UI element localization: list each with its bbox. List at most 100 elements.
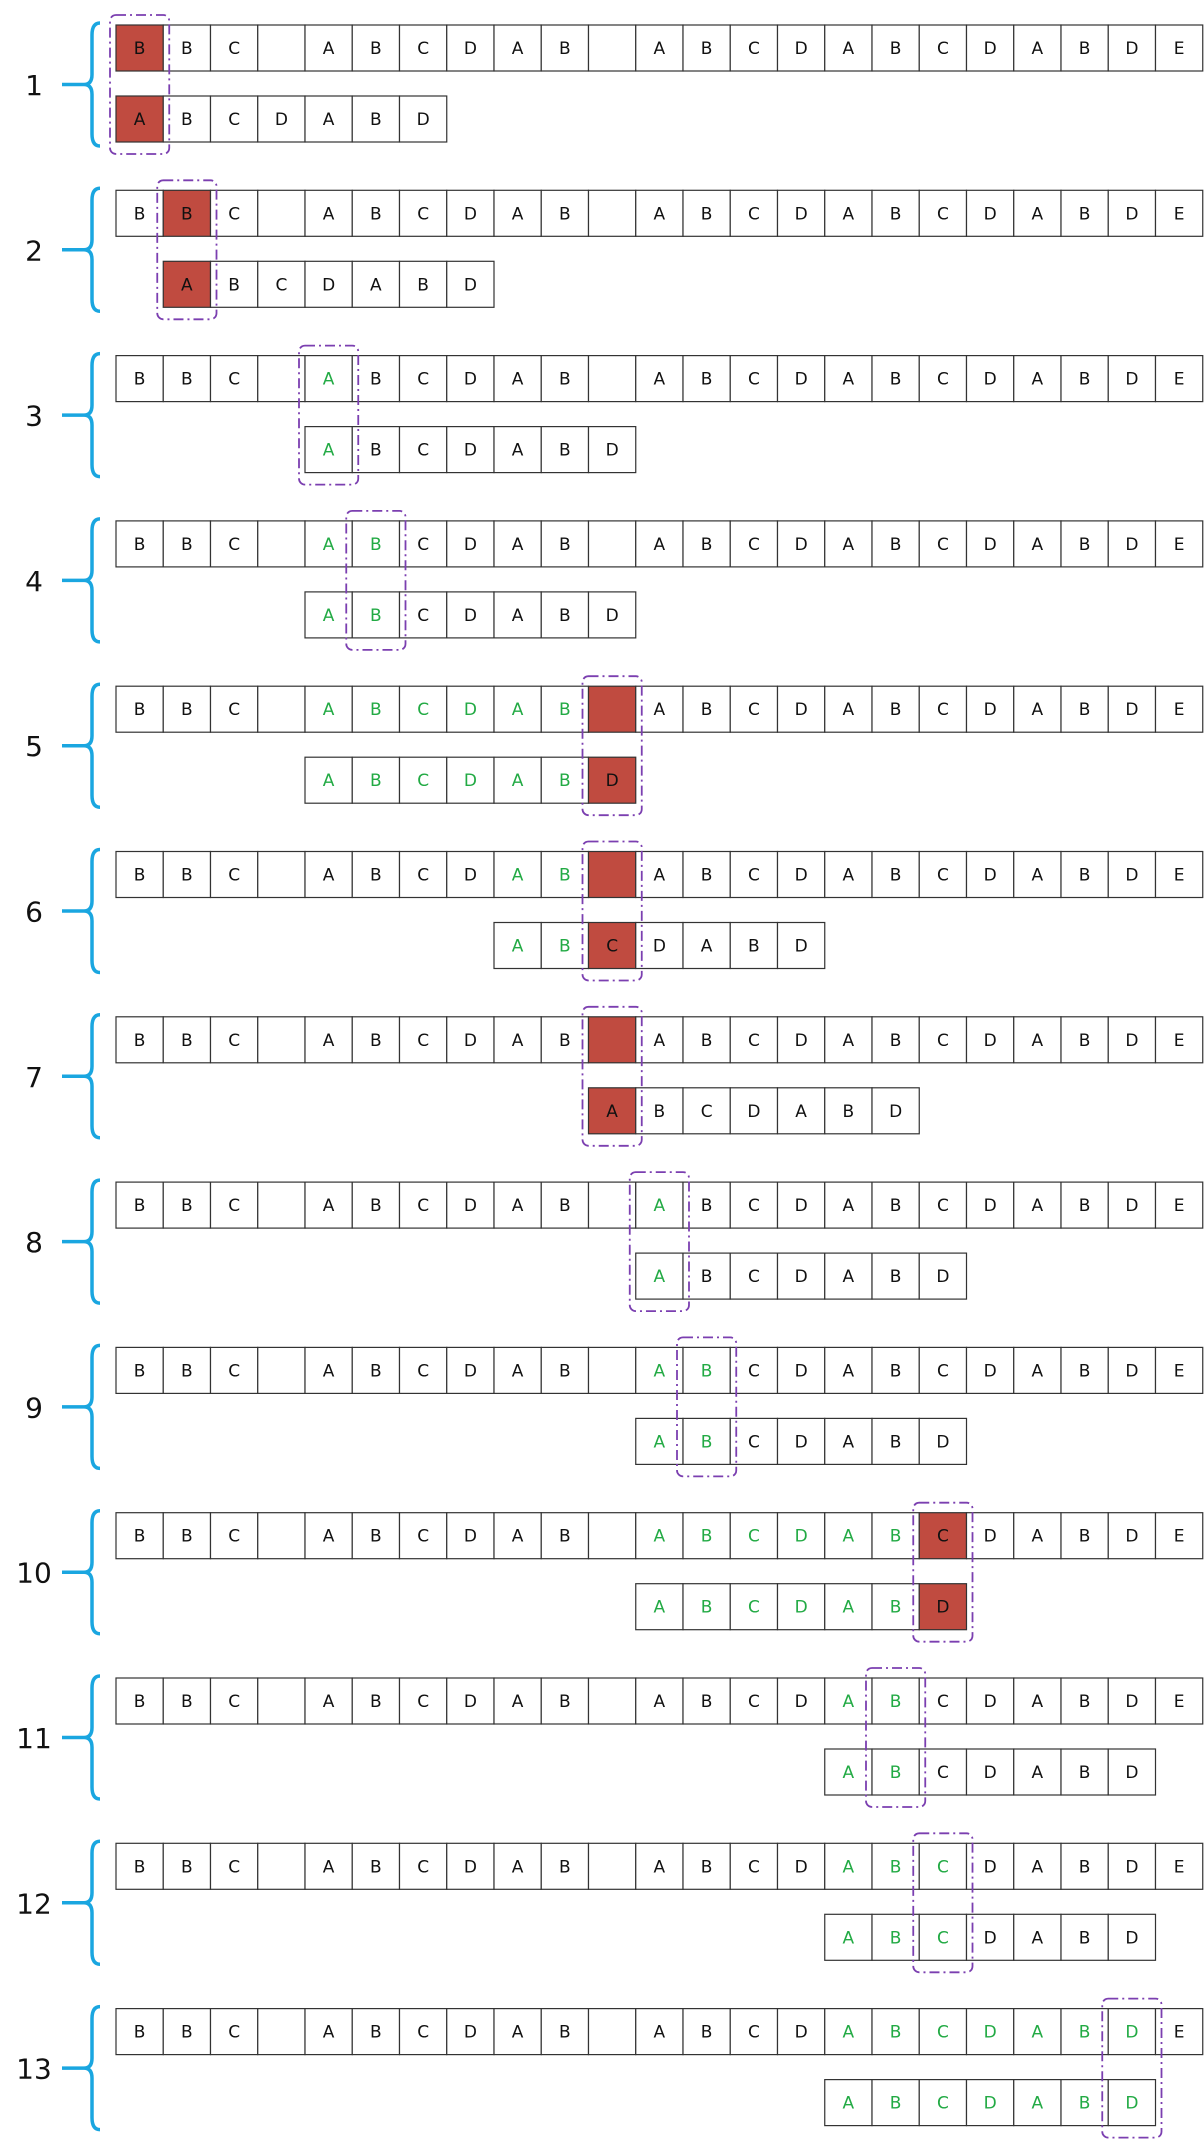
main-cell-letter: B xyxy=(559,2023,571,2043)
main-cell-box xyxy=(1154,1346,1204,1395)
main-cell xyxy=(257,189,306,237)
main-cell-box xyxy=(1154,24,1204,72)
main-cell-letter: A xyxy=(323,39,335,59)
main-cell-letter: B xyxy=(890,370,902,390)
main-cell: A xyxy=(493,1842,542,1890)
main-cell-box xyxy=(1154,520,1204,568)
main-cell-box xyxy=(351,1181,401,1229)
main-cell-box xyxy=(682,1016,731,1064)
pattern-cell-letter: A xyxy=(843,1928,855,1948)
main-cell-box xyxy=(682,1181,731,1229)
main-cell-box xyxy=(1154,355,1204,403)
main-cell: B xyxy=(540,1181,590,1229)
main-cell-letter: B xyxy=(181,39,193,59)
main-cell-letter: D xyxy=(984,1196,997,1216)
main-cell: A xyxy=(493,24,542,72)
main-cell-letter: B xyxy=(134,1361,146,1381)
main-cell: B xyxy=(1060,1016,1109,1064)
main-cell-box xyxy=(257,355,306,403)
main-cell-letter: A xyxy=(512,535,524,555)
main-cell: B xyxy=(682,355,731,403)
main-cell-box xyxy=(115,1842,164,1890)
step-brace xyxy=(83,1178,101,1305)
main-cell: A xyxy=(493,2007,542,2056)
main-cell: D xyxy=(776,520,826,568)
main-cell: B xyxy=(351,1016,401,1064)
pattern-cell-letter: B xyxy=(701,1267,713,1287)
pattern-cell-letter: C xyxy=(417,441,429,461)
main-cell-letter: D xyxy=(795,1692,808,1712)
pattern-cell-letter: A xyxy=(512,771,524,791)
pattern-cell: A xyxy=(162,260,212,308)
main-cell: B xyxy=(162,1181,212,1229)
pattern-cell: A xyxy=(304,756,353,804)
main-cell: A xyxy=(304,850,353,899)
main-cell: B xyxy=(540,685,590,733)
main-cell-letter: B xyxy=(181,1031,193,1051)
main-cell: B xyxy=(682,1181,731,1229)
main-cell: C xyxy=(209,850,259,899)
main-cell-box xyxy=(587,520,637,568)
main-cell-box xyxy=(918,189,968,237)
pattern-cell: A xyxy=(304,426,353,474)
main-cell-letter: C xyxy=(748,1857,760,1877)
pattern-cell: B xyxy=(729,921,779,970)
main-cell-box xyxy=(587,1181,637,1229)
main-cell-letter: A xyxy=(1032,1857,1044,1877)
main-cell-box xyxy=(871,1016,920,1064)
main-cell-letter: D xyxy=(984,1527,997,1547)
pattern-cell-box xyxy=(918,1417,968,1466)
main-cell: C xyxy=(918,24,968,72)
main-cell-box xyxy=(635,1512,684,1560)
main-cell: D xyxy=(776,24,826,72)
main-cell: A xyxy=(824,1346,873,1395)
pattern-cell: C xyxy=(918,1748,968,1796)
main-cell-letter: D xyxy=(984,535,997,555)
main-cell: A xyxy=(824,520,873,568)
pattern-cell-letter: D xyxy=(322,275,335,295)
main-cell-letter: A xyxy=(843,1031,855,1051)
main-cell-box xyxy=(162,1512,212,1560)
pattern-cell-box xyxy=(1107,2079,1157,2127)
main-cell: A xyxy=(493,850,542,899)
main-cell-box xyxy=(871,1512,920,1560)
main-cell-box xyxy=(871,2007,920,2056)
main-cell-letter: C xyxy=(937,1857,949,1877)
main-cell-box xyxy=(682,24,731,72)
main-cell-letter: C xyxy=(937,700,949,720)
pattern-cell-letter: A xyxy=(323,606,335,626)
main-cell-box xyxy=(776,1346,826,1395)
pattern-cell-letter: B xyxy=(701,1432,713,1452)
pattern-cell: D xyxy=(587,756,637,804)
main-cell-letter: D xyxy=(795,1196,808,1216)
main-cell-box xyxy=(115,2007,164,2056)
main-cell: A xyxy=(1013,850,1062,899)
pattern-cell-letter: B xyxy=(370,771,382,791)
main-cell: B xyxy=(351,685,401,733)
main-cell-letter: D xyxy=(1125,2023,1138,2043)
main-cell-letter: D xyxy=(1125,204,1138,224)
main-cell-box xyxy=(587,850,637,899)
comparison-window xyxy=(676,1336,738,1478)
step-label: 3 xyxy=(25,400,43,433)
step-brace xyxy=(83,186,101,314)
main-cell: A xyxy=(304,1842,353,1890)
main-cell-box xyxy=(635,685,684,733)
main-cell-letter: B xyxy=(181,1527,193,1547)
main-cell-box xyxy=(587,1346,637,1395)
main-cell: C xyxy=(729,1677,779,1725)
main-cell-letter: E xyxy=(1174,204,1185,224)
main-cell: D xyxy=(776,1512,826,1560)
main-cell: A xyxy=(493,355,542,403)
main-cell: C xyxy=(729,1016,779,1064)
main-cell-box xyxy=(965,24,1015,72)
main-cell: D xyxy=(446,1346,495,1395)
pattern-cell-box xyxy=(729,1583,779,1631)
main-cell: B xyxy=(351,520,401,568)
